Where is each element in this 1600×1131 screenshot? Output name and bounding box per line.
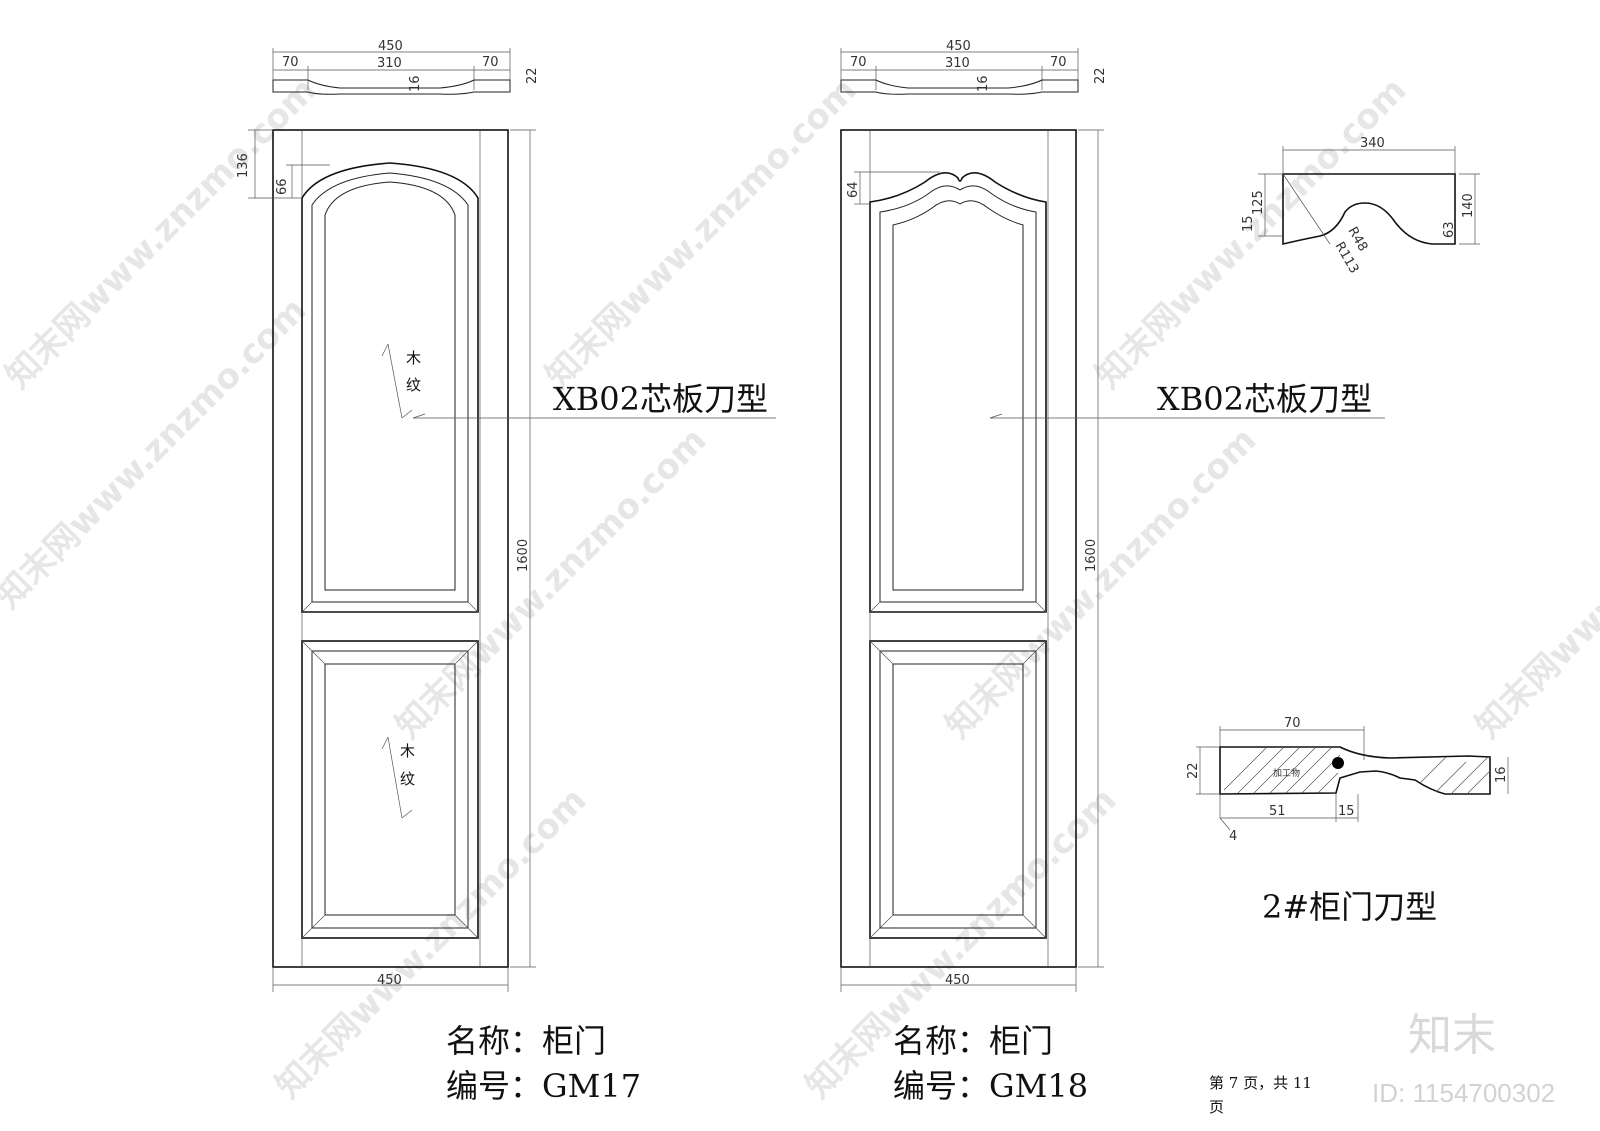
page-info-line2: 页 [1209, 1098, 1224, 1116]
door2-small-dim: 16 [976, 75, 991, 92]
door1-upper-panel-outer [301, 162, 479, 613]
crown-width: 340 [1360, 136, 1385, 151]
door1-thick-dim: 22 [525, 67, 540, 84]
door1-top-profile: 450 70 310 70 16 22 [272, 39, 540, 95]
door-gm18: 450 70 310 70 16 22 64 1600 [840, 39, 1385, 1105]
door2-width-bottom: 450 [945, 973, 970, 988]
blade-d1: 51 [1269, 804, 1286, 819]
blade-section-detail: 70 加工物 22 16 51 15 4 2#柜门刀型 [1186, 716, 1509, 926]
door2-name: 名称：柜门 [893, 1022, 1053, 1060]
door1-arch-inner: 66 [275, 178, 290, 195]
crown-h4: 140 [1461, 193, 1476, 218]
blade-d2: 15 [1338, 804, 1355, 819]
door1-grain-bottom-2: 纹 [400, 770, 415, 788]
door2-width-top: 450 [946, 39, 971, 54]
door1-code: 编号：GM17 [446, 1067, 641, 1105]
door1-small-dim: 16 [408, 75, 423, 92]
watermark-site-7: 知末网www.znzmo.com [1468, 420, 1600, 746]
blade-thick: 22 [1186, 762, 1201, 779]
door1-arch-height: 136 [236, 153, 251, 178]
watermark-site-2: 知末网www.znzmo.com [538, 70, 864, 396]
crown-profile-detail: 340 125 15 R48 R113 63 140 [1241, 136, 1480, 276]
blade-center-text: 加工物 [1273, 767, 1300, 779]
door1-panel-label: XB02芯板刀型 [553, 380, 768, 418]
door1-right-stile: 70 [482, 55, 499, 70]
door2-lower-panel-outer [869, 640, 1047, 939]
door2-code: 编号：GM18 [893, 1067, 1088, 1105]
crown-h1: 125 [1251, 190, 1266, 215]
door1-grain-top-2: 纹 [406, 376, 421, 394]
blade-width: 70 [1284, 716, 1301, 731]
blade-d3: 4 [1229, 829, 1237, 844]
door1-name: 名称：柜门 [446, 1022, 606, 1060]
door2-upper-panel-outer [869, 172, 1047, 613]
blade-hatch [1223, 747, 1491, 794]
door1-width-bottom: 450 [377, 973, 402, 988]
blade-title: 2#柜门刀型 [1262, 888, 1437, 926]
door1-left-stile: 70 [282, 55, 299, 70]
door2-right-stile: 70 [1050, 55, 1067, 70]
crown-h2: 15 [1241, 215, 1256, 232]
door1-grain-bottom-1: 木 [400, 742, 415, 760]
watermark-site-3: 知末网www.znzmo.com [1088, 70, 1414, 396]
door1-lower-panel-outer [301, 640, 479, 939]
watermark-site-5: 知末网www.znzmo.com [388, 420, 714, 746]
door1-mid-span: 310 [377, 56, 402, 71]
door1-grain-top-1: 木 [406, 349, 421, 367]
door-gm17: 450 70 310 70 16 22 136 66 [236, 39, 776, 1105]
door1-width-top: 450 [378, 39, 403, 54]
door2-thick-dim: 22 [1093, 67, 1108, 84]
watermark-id: ID: 1154700302 [1372, 1078, 1555, 1108]
watermark-layer: 知末网www.znzmo.com 知末网www.znzmo.com 知末网www… [0, 70, 1600, 1108]
door2-height: 1600 [1084, 539, 1099, 572]
door2-left-stile: 70 [850, 55, 867, 70]
door1-frame [272, 129, 509, 968]
crown-h3: 63 [1442, 221, 1457, 238]
blade-pivot-dot [1332, 757, 1344, 769]
door2-crown-height: 64 [846, 181, 861, 198]
watermark-logo: 知末 [1408, 1010, 1496, 1061]
door2-frame [840, 129, 1077, 968]
blade-inner: 16 [1494, 766, 1509, 783]
door2-top-profile: 450 70 310 70 16 22 [840, 39, 1108, 95]
page-info-line1: 第 7 页，共 11 [1209, 1074, 1312, 1092]
watermark-site-6: 知末网www.znzmo.com [938, 420, 1264, 746]
door2-mid-span: 310 [945, 56, 970, 71]
door1-height: 1600 [516, 539, 531, 572]
door2-panel-label: XB02芯板刀型 [1157, 380, 1372, 418]
